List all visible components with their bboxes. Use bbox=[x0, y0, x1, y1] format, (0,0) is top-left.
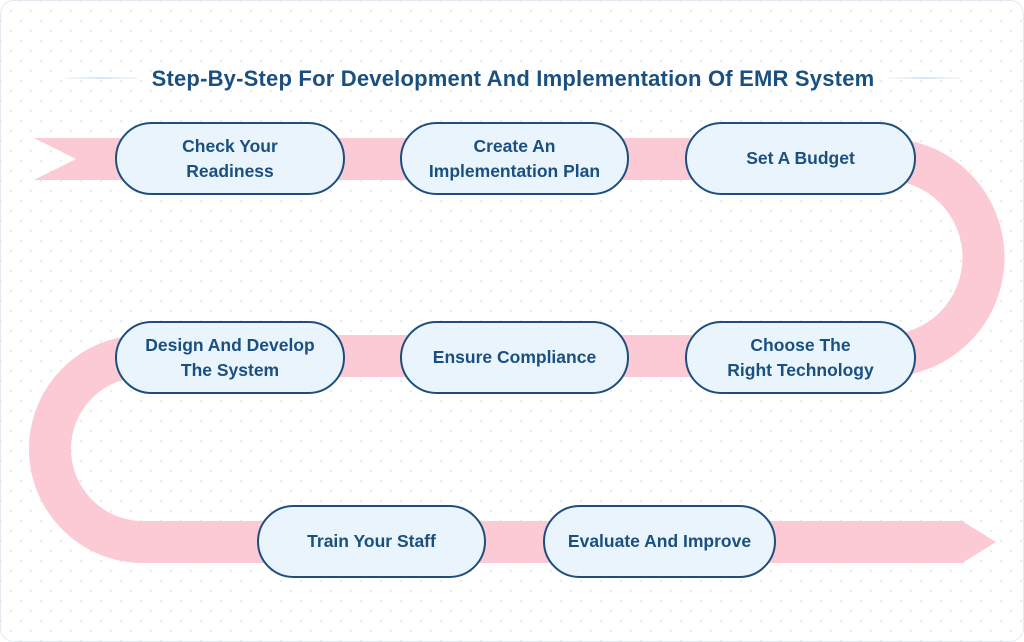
step-pill-ensure-compliance: Ensure Compliance bbox=[400, 321, 629, 394]
step-label-line: Set A Budget bbox=[746, 148, 855, 168]
step-label-line: Evaluate And Improve bbox=[567, 531, 752, 551]
step-pill-create-implementation-plan: Create An Implementation Plan bbox=[400, 122, 629, 195]
title-divider-left bbox=[65, 77, 138, 79]
step-label-line: Readiness bbox=[186, 160, 274, 181]
step-pill-evaluate-and-improve: Evaluate And Improve bbox=[543, 505, 776, 578]
step-label-line: Ensure Compliance bbox=[432, 347, 597, 367]
ribbon-arrowhead-icon bbox=[962, 521, 996, 563]
step-pill-train-your-staff: Train Your Staff bbox=[257, 505, 486, 578]
page-title: Step-By-Step For Development And Impleme… bbox=[151, 66, 875, 91]
step-label-line: Check Your bbox=[182, 135, 278, 156]
step-label-line: Design And Develop bbox=[145, 334, 315, 355]
ribbon-start-notch bbox=[34, 138, 79, 180]
step-label-line: Right Technology bbox=[727, 359, 874, 380]
step-pill-design-and-develop-system: Design And Develop The System bbox=[115, 321, 345, 394]
step-label-line: Create An bbox=[473, 135, 556, 156]
step-pill-check-your-readiness: Check Your Readiness bbox=[115, 122, 345, 195]
step-pill-choose-right-technology: Choose The Right Technology bbox=[685, 321, 916, 394]
step-pill-set-a-budget: Set A Budget bbox=[685, 122, 916, 195]
step-label-line: Train Your Staff bbox=[307, 531, 436, 551]
step-label-line: Implementation Plan bbox=[428, 160, 601, 181]
step-label-line: Choose The bbox=[750, 334, 851, 355]
title-divider-right bbox=[888, 77, 961, 79]
step-label-line: The System bbox=[180, 359, 280, 380]
